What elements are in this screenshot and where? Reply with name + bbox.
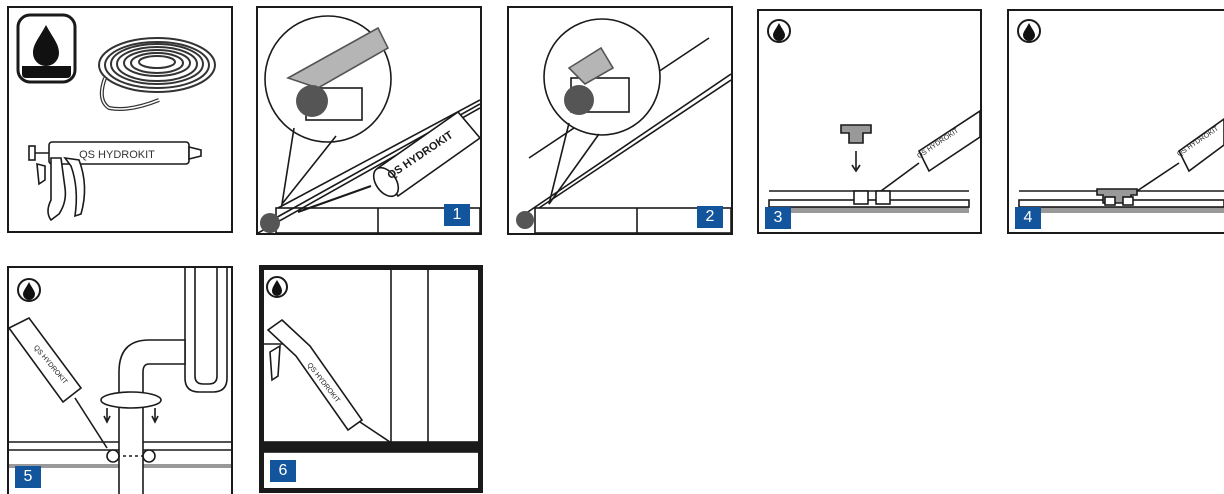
step-3-panel: QS HYDROKIT 3 — [757, 9, 982, 234]
step-number-badge: 4 — [1015, 207, 1041, 229]
tube-label: QS HYDROKIT — [79, 149, 155, 161]
step-number-badge: 6 — [270, 460, 296, 482]
step-1-panel: QS HYDROKIT 1 — [256, 6, 482, 235]
step-2-panel: 2 — [507, 6, 733, 235]
foam-cord-coil-icon — [99, 38, 215, 109]
step-number-badge: 3 — [765, 207, 791, 229]
step-number-badge: 2 — [697, 206, 723, 228]
water-drop-icon — [768, 20, 790, 42]
step-4-panel: QS HYDROKIT 4 — [1007, 9, 1224, 234]
water-drop-icon — [18, 279, 40, 301]
water-drop-icon — [1018, 20, 1040, 42]
step-5-panel: QS HYDROKIT 5 — [7, 266, 233, 494]
step-number-badge: 5 — [15, 466, 41, 488]
sealant-tube-icon — [268, 320, 390, 442]
supplies-panel: QS HYDROKIT — [7, 6, 233, 233]
water-drop-icon — [267, 277, 287, 297]
sealant-tube-icon — [9, 318, 107, 448]
water-drop-icon — [18, 15, 75, 82]
step-6-panel: QS HYDROKIT 6 — [259, 265, 483, 493]
step-number-badge: 1 — [444, 204, 470, 226]
